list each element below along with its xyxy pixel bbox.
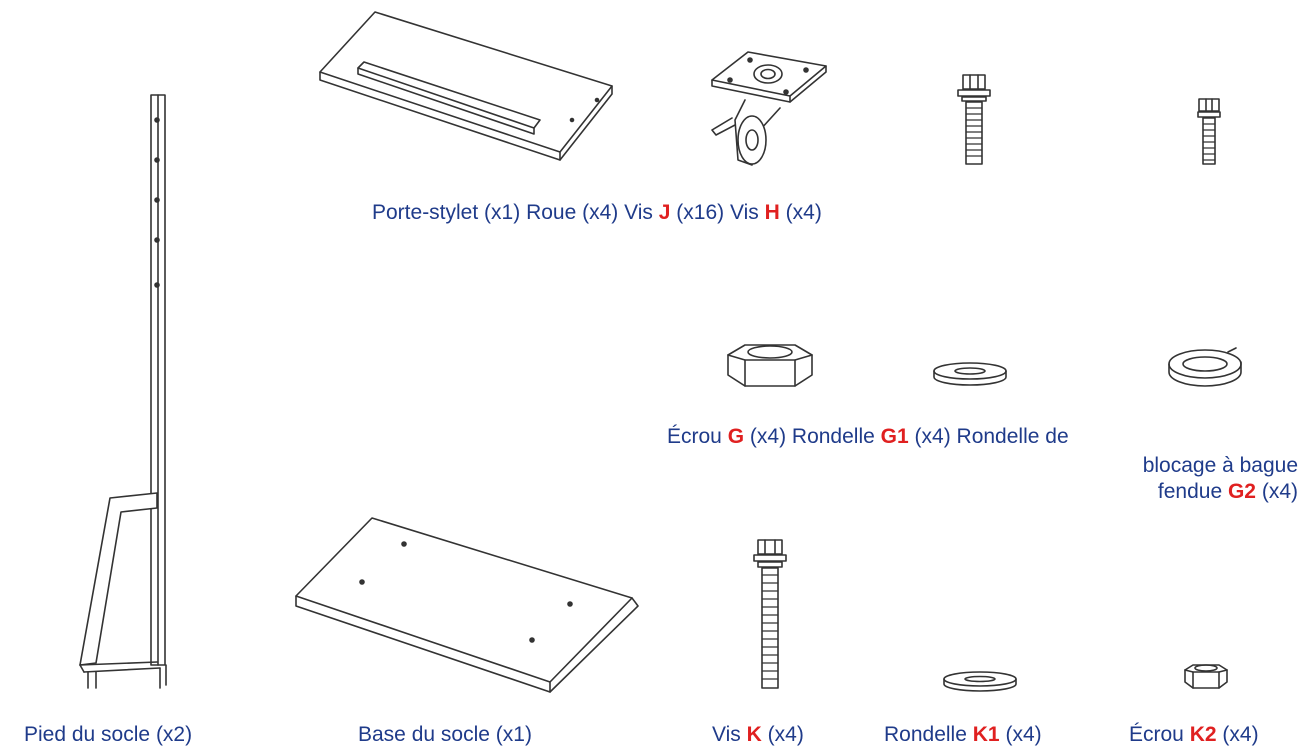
lock-washer-g2-drawing (1168, 347, 1242, 387)
nut-g-drawing (727, 344, 813, 387)
label-caster: Roue (x4) (526, 201, 619, 224)
screw-j-drawing (957, 74, 991, 165)
label-washer-k1: Rondelle K1 (x4) (884, 723, 1042, 746)
washer-g1-drawing (933, 362, 1007, 386)
label-screw-h: Vis H (x4) (730, 201, 822, 224)
label-washer-g1: Rondelle G1 (x4) (791, 425, 951, 448)
washer-k1-drawing (943, 671, 1017, 692)
stand-base-drawing (295, 517, 639, 693)
label-row-top: Porte-stylet (x1) Roue (x4) Vis J (x16) … (372, 200, 822, 226)
label-screw-j: Vis J (x16) (624, 201, 725, 224)
label-pen-tray: Porte-stylet (x1) (372, 201, 521, 224)
stand-leg-drawing (79, 94, 167, 689)
label-row-middle: Écrou G (x4) Rondelle G1 (x4) Rondelle d… (667, 424, 1069, 450)
pen-tray-drawing (319, 11, 613, 161)
label-lock-washer-g2-line1: Rondelle de (956, 425, 1069, 448)
screw-k-drawing (753, 539, 787, 689)
label-screw-k: Vis K (x4) (712, 723, 804, 746)
caster-drawing (711, 51, 827, 166)
nut-k2-drawing (1184, 664, 1228, 689)
screw-h-drawing (1197, 98, 1221, 165)
label-nut-g: Écrou G (x4) (667, 425, 787, 448)
label-stand-base: Base du socle (x1) (358, 723, 532, 746)
label-nut-k2: Écrou K2 (x4) (1129, 723, 1259, 746)
label-stand-leg: Pied du socle (x2) (24, 723, 193, 746)
label-lock-washer-g2-rest: blocage à bague fendue G2 (x4) (1142, 454, 1298, 503)
